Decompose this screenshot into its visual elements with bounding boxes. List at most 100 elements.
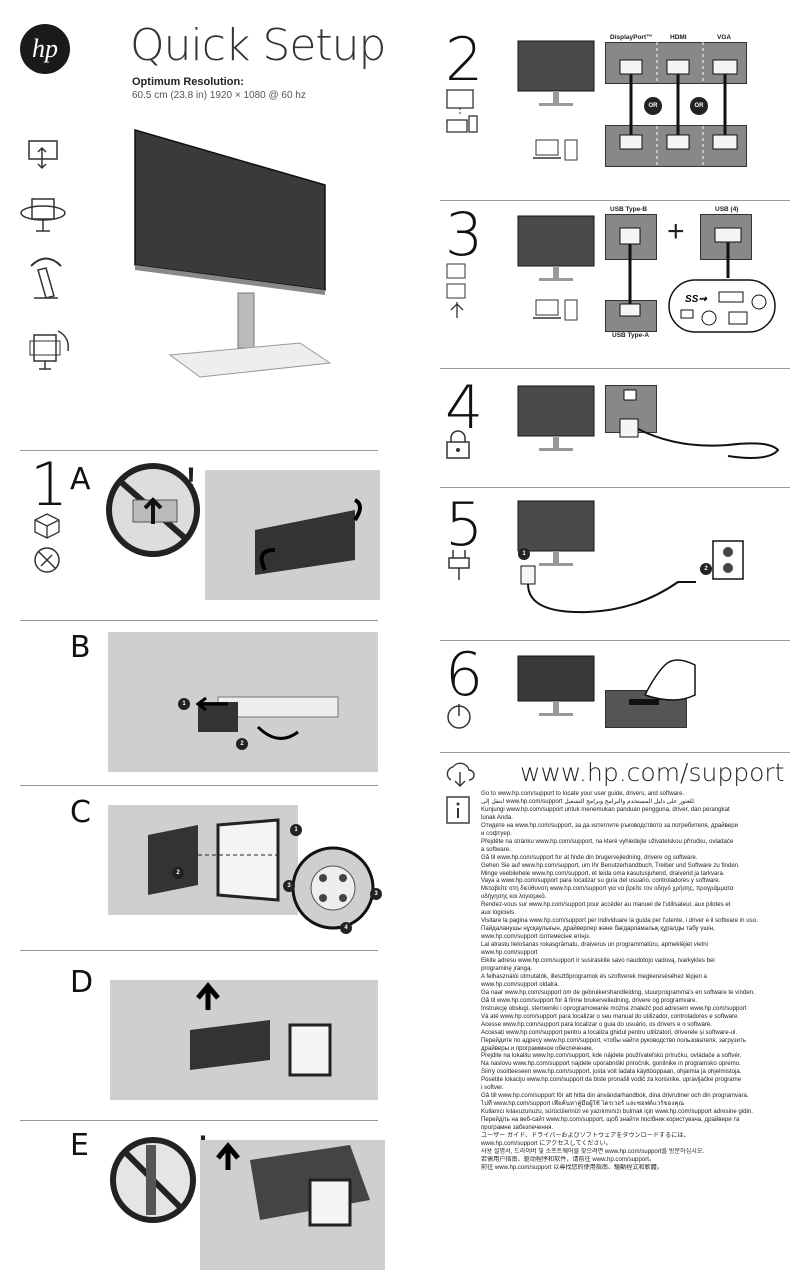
- computer-icon: [446, 89, 478, 133]
- usb-type-b-label: USB Type-B: [610, 206, 648, 213]
- step-1c-label: C: [70, 795, 91, 830]
- usb-cables: [619, 227, 742, 317]
- plug-icon: [448, 550, 470, 580]
- divider: [20, 450, 378, 451]
- hero-monitor-illustration: [134, 129, 332, 378]
- support-instruction-line: i softver.: [481, 1084, 504, 1092]
- vga-label: VGA: [717, 34, 732, 41]
- support-instruction-line: www.hp.com/support oldalra.: [481, 980, 560, 988]
- no-grip-warning-illustration: [110, 1137, 196, 1223]
- support-instruction-line: Posetite lokaciju www.hp.com/support da …: [481, 1076, 742, 1084]
- support-instruction-line: Перейдіть на веб-сайт www.hp.com/support…: [481, 1116, 740, 1124]
- step-1-number: 1: [30, 450, 69, 520]
- support-instruction-line: A felhasználói útmutatók, illesztőprogra…: [481, 972, 707, 980]
- support-instruction-line: a software.: [481, 845, 511, 853]
- step-4-monitor: [517, 385, 595, 451]
- support-instruction-line: Kunjungi www.hp.com/support untuk menemu…: [481, 805, 730, 813]
- usb-type-a-label: USB Type-A: [612, 332, 650, 339]
- support-instruction-line: Ga naar www.hp.com/support om de gebruik…: [481, 988, 755, 996]
- support-instruction-line: lunak Anda.: [481, 813, 513, 821]
- callout-2: 2: [172, 867, 184, 879]
- support-instruction-line: Gå till www.hp.com/support för att hitta…: [481, 1092, 749, 1100]
- support-instruction-line: Пайдаланушы нұсқаулығын, драйверлер және…: [481, 925, 715, 933]
- usb-devices-bubble: SS⇝: [668, 279, 776, 333]
- step-1a-unbox-illustration: [205, 470, 380, 600]
- support-instruction-line: Μεταβείτε στη διεύθυνση www.hp.com/suppo…: [481, 885, 734, 893]
- info-book-icon: [446, 796, 470, 824]
- support-instruction-line: Rendez-vous sur www.hp.com/support pour …: [481, 901, 731, 909]
- video-cables: [619, 42, 738, 165]
- callout-1: 1: [290, 824, 302, 836]
- support-instruction-line: Vaya a www.hp.com/support para localizar…: [481, 877, 721, 885]
- callout-1: 1: [518, 548, 530, 560]
- divider: [20, 785, 378, 786]
- divider: [440, 752, 790, 753]
- support-instruction-line: Lai atrastu lietošanas rokasgrāmatu, dra…: [481, 941, 708, 949]
- support-instruction-line: и софтуер.: [481, 829, 512, 837]
- page-title: Quick Setup: [130, 20, 386, 71]
- support-url[interactable]: www.hp.com/support: [520, 758, 785, 787]
- step-4-number: 4: [445, 373, 484, 443]
- box-icon: [34, 513, 60, 539]
- resolution-value: 60.5 cm (23.8 in) 1920 × 1080 @ 60 hz: [132, 90, 306, 101]
- callout-3: 3: [283, 880, 295, 892]
- cloud-download-icon: [446, 762, 475, 787]
- support-instruction-line: Перейдите по адресу www.hp.com/support, …: [481, 1036, 746, 1044]
- plus-sign: +: [667, 215, 685, 248]
- support-instructions-list: Go to www.hp.com/support to locate your …: [481, 790, 794, 1172]
- step-3-laptop-pc: [533, 299, 578, 321]
- stand-height-icon: [28, 140, 58, 170]
- step-2-laptop-pc: [533, 139, 578, 161]
- step-1d-illustration: [110, 980, 378, 1100]
- displayport-label: DisplayPort™: [610, 34, 653, 41]
- pivot-icon: [29, 330, 70, 370]
- step-3-monitor: [517, 215, 595, 281]
- lock-icon: [446, 430, 470, 459]
- step-1d-label: D: [70, 965, 94, 1000]
- support-instruction-line: 사용 설명서, 드라이버 및 소프트웨어를 찾으려면 www.hp.com/su…: [481, 1147, 705, 1155]
- callout-4: 4: [340, 922, 352, 934]
- resolution-label: Optimum Resolution:: [132, 76, 244, 88]
- support-instruction-line: www.hp.com/support にアクセスしてください。: [481, 1139, 612, 1147]
- divider: [440, 487, 790, 488]
- callout-1: 1: [178, 698, 190, 710]
- divider: [440, 368, 790, 369]
- vesa-mount-detail: [291, 846, 375, 930]
- support-instruction-line: Přejděte na stránku www.hp.com/support, …: [481, 837, 734, 845]
- divider: [20, 1120, 378, 1121]
- support-instruction-line: www.hp.com/support: [481, 949, 538, 957]
- swivel-icon: [20, 198, 66, 232]
- support-instruction-line: Go to www.hp.com/support to locate your …: [481, 790, 685, 797]
- divider: [20, 950, 378, 951]
- step-5-number: 5: [445, 490, 484, 560]
- support-instruction-line: aux logiciels.: [481, 909, 516, 917]
- support-instruction-line: 若需用户指南、驱动程序和软件，请前往 www.hp.com/support。: [481, 1155, 656, 1163]
- support-instruction-line: ไปที่ www.hp.com/support เพื่อค้นหาคู่มื…: [481, 1100, 685, 1108]
- support-instruction-line: Vá até www.hp.com/support para localizar…: [481, 1012, 740, 1020]
- power-cord: [520, 565, 696, 614]
- power-icon: [447, 704, 471, 729]
- hp-logo: hp: [20, 24, 70, 74]
- callout-2: 2: [236, 738, 248, 750]
- step-2-monitor: [517, 40, 595, 106]
- step-1b-label: B: [70, 630, 91, 665]
- support-instruction-line: Acesse www.hp.com/support para localizar…: [481, 1020, 712, 1028]
- usb-icon: [446, 263, 466, 318]
- finger-press-power: [629, 659, 696, 705]
- support-instruction-line: драйверы и программное обеспечение.: [481, 1044, 594, 1052]
- usb-4-label: USB (4): [715, 206, 739, 213]
- support-instruction-line: Prejdite na lokalitu www.hp.com/support,…: [481, 1052, 742, 1060]
- hdmi-label: HDMI: [670, 34, 687, 41]
- svg-text:SS⇝: SS⇝: [685, 294, 707, 305]
- step-1b-illustration: 1 2: [108, 632, 378, 772]
- support-instruction-line: Gå til www.hp.com/support for å finne br…: [481, 996, 698, 1004]
- step-3-number: 3: [445, 200, 484, 270]
- support-instruction-line: Отидете на www.hp.com/support, за да изт…: [481, 821, 738, 829]
- no-cut-warning-illustration: [106, 463, 200, 557]
- support-instruction-line: programinę įrangą.: [481, 964, 533, 972]
- no-knife-icon: [34, 547, 60, 573]
- step-5-monitor: [517, 500, 595, 566]
- divider: [20, 620, 378, 621]
- tilt-icon: [30, 257, 62, 299]
- support-instruction-line: Instrukcję obsługi, sterowniki i oprogra…: [481, 1004, 747, 1012]
